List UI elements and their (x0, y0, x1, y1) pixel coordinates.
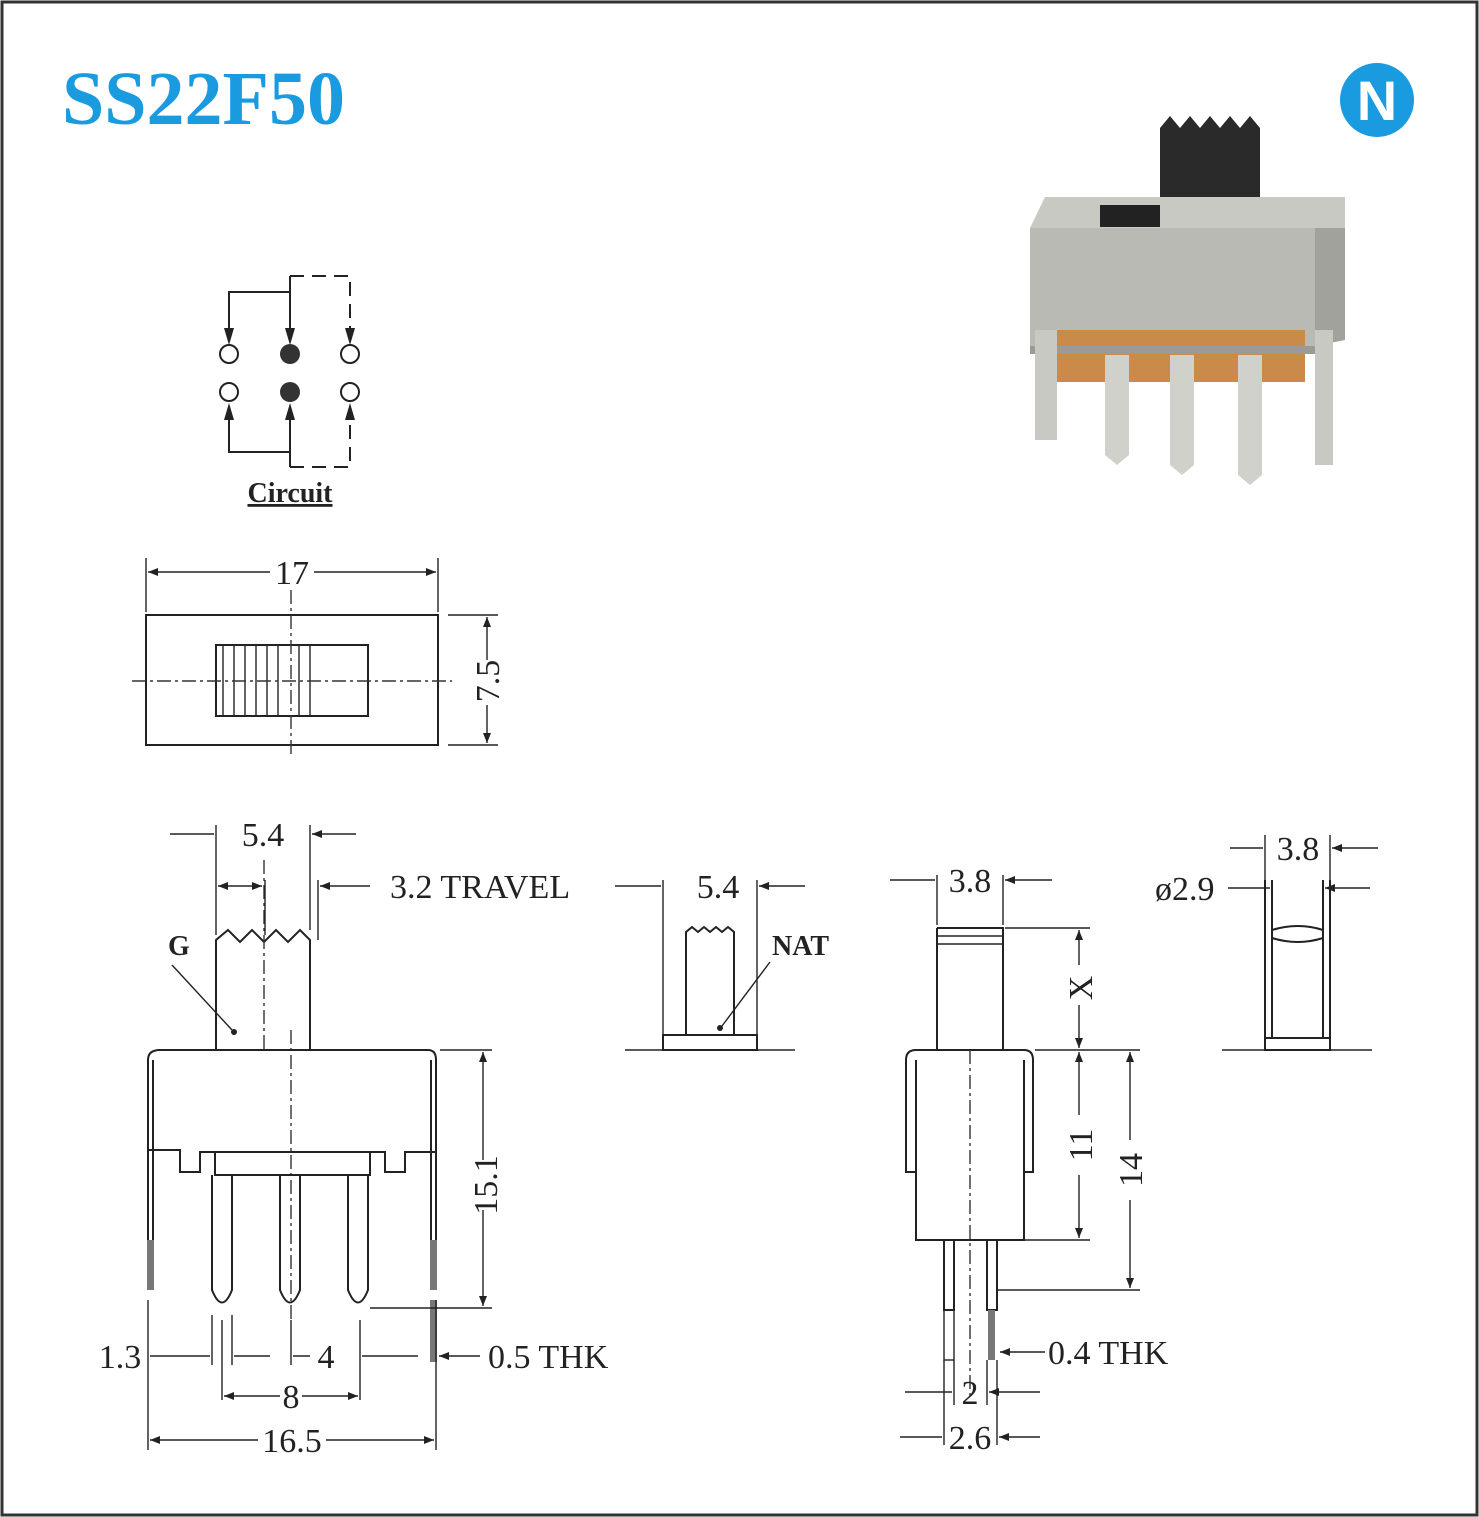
circuit-label: Circuit (247, 478, 333, 509)
nat-view: 5.4 NAT (615, 869, 829, 1051)
dim-side-3-8: 3.8 (949, 863, 992, 900)
label-g: G (168, 931, 190, 962)
dim-travel: 3.2 TRAVEL (390, 869, 570, 906)
dim-x: X (1063, 976, 1100, 1001)
dim-pitch-4: 4 (318, 1339, 335, 1376)
dim-width-17: 17 (275, 555, 309, 592)
dim-2: 2 (962, 1375, 979, 1412)
product-title: SS22F50 (62, 57, 345, 141)
end-view: 3.8 ø2.9 (1155, 831, 1378, 1051)
label-nat: NAT (772, 931, 829, 962)
dim-span-8: 8 (283, 1379, 300, 1416)
dim-nat-5-4: 5.4 (697, 869, 740, 906)
dim-overall-16-5: 16.5 (262, 1423, 322, 1460)
dim-height-7-5: 7.5 (470, 660, 507, 703)
front-view: 5.4 3.2 TRAVEL G 15.1 1.3 4 0.5 THK 8 16… (99, 817, 609, 1460)
logo-letter: N (1357, 69, 1397, 132)
dim-0-4-thk: 0.4 THK (1048, 1335, 1169, 1372)
dim-end-3-8: 3.8 (1277, 831, 1320, 868)
product-photo (1030, 116, 1345, 485)
side-view: 3.8 X 11 14 0.4 THK 2 2.6 (890, 863, 1169, 1457)
dim-2-6: 2.6 (949, 1420, 992, 1457)
dim-diameter-2-9: ø2.9 (1155, 871, 1215, 908)
dim-actuator-5-4: 5.4 (242, 817, 285, 854)
circuit-diagram: Circuit (219, 275, 360, 509)
dim-11: 11 (1063, 1129, 1100, 1162)
top-view: 17 7.5 (132, 555, 507, 758)
dim-1-3: 1.3 (99, 1339, 142, 1376)
dim-14: 14 (1113, 1153, 1150, 1187)
dim-height-15-1: 15.1 (468, 1155, 505, 1215)
brand-logo: N (1340, 63, 1414, 137)
dim-0-5-thk: 0.5 THK (488, 1339, 609, 1376)
